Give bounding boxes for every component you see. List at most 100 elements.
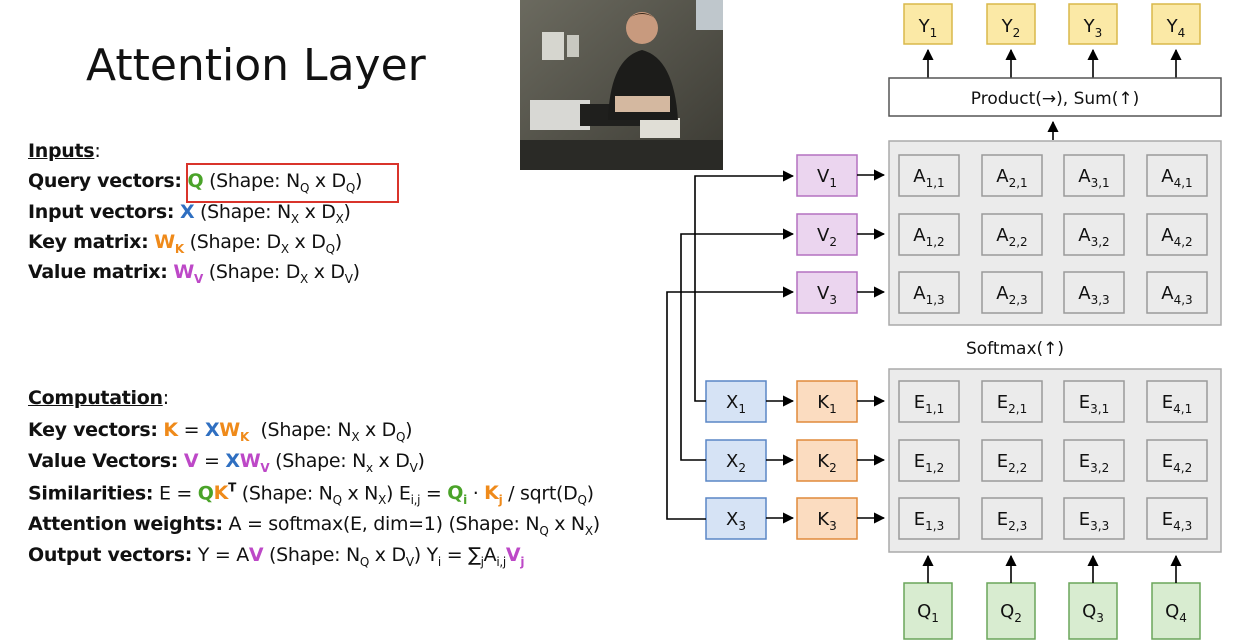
e-cell-label-4-3: E4,3: [1162, 509, 1192, 533]
e-cell-label-2-1: E2,1: [997, 392, 1027, 416]
inputs-header: Inputs: [28, 140, 95, 162]
a-cell-label-4-1: A4,1: [1161, 166, 1192, 190]
x-box-1: [705, 380, 767, 423]
query-shape-end: ): [355, 170, 363, 192]
output-box-y3: [1068, 3, 1118, 45]
v-label-3: V3: [817, 283, 837, 307]
value-matrix-label: Value matrix: [28, 261, 161, 283]
attention-weights-line: Attention weights: A = softmax(E, dim=1)…: [28, 513, 600, 538]
a-cell-4-2: [1146, 213, 1208, 256]
e-cell-label-4-2: E4,2: [1162, 451, 1192, 475]
k-box-2: [796, 439, 858, 482]
v-box-3: [796, 271, 858, 314]
a-cell-1-3: [898, 271, 960, 314]
value-matrix-line: Value matrix: WV (Shape: DX x DV): [28, 261, 360, 286]
value-matrix-sym: W: [173, 261, 195, 283]
similarities-label: Similarities: [28, 482, 146, 505]
key-vectors-label: Key vectors: [28, 419, 151, 441]
output-label-y4: Y4: [1166, 16, 1186, 40]
e-cell-4-2: [1146, 439, 1208, 482]
input-vectors-label: Input vectors: [28, 201, 167, 223]
q-box-1: [903, 582, 953, 640]
input-shape-end: ): [343, 201, 351, 223]
e-cell-label-3-2: E3,2: [1079, 451, 1109, 475]
e-cell-2-3: [981, 497, 1043, 540]
input-shape: (Shape: N: [200, 201, 291, 223]
key-matrix-shape: (Shape: D: [189, 231, 282, 253]
q-label-2: Q2: [1000, 601, 1022, 625]
attention-weights-text: A = softmax(E, dim=1) (Shape: N: [228, 513, 540, 535]
e-cell-1-2: [898, 439, 960, 482]
value-matrix-shape: (Shape: D: [208, 261, 301, 283]
attention-weights-label: Attention weights: [28, 513, 216, 535]
output-label-y3: Y3: [1083, 16, 1103, 40]
output-label-y2: Y2: [1001, 16, 1021, 40]
x-label-2: X2: [726, 451, 746, 475]
key-matrix-label: Key matrix: [28, 231, 142, 253]
query-shape-sub1: Q: [299, 180, 310, 195]
a-cell-4-3: [1146, 271, 1208, 314]
value-matrix-sub2: V: [344, 271, 353, 286]
query-vectors-label: Query vectors: [28, 170, 175, 192]
similarities-line: Similarities: E = QKT (Shape: NQ x NX) E…: [28, 481, 594, 508]
query-shape-mid: x D: [309, 170, 346, 192]
a-cell-3-2: [1063, 213, 1125, 256]
k-label-3: K3: [817, 509, 836, 533]
a-cell-2-3: [981, 271, 1043, 314]
q-box-4: [1151, 582, 1201, 640]
x-label-1: X1: [726, 392, 746, 416]
e-cell-label-4-1: E4,1: [1162, 392, 1192, 416]
x3-to-v3-line: [666, 286, 795, 520]
slide-title: Attention Layer: [86, 40, 426, 91]
e-cell-label-2-3: E2,3: [997, 509, 1027, 533]
x-box-2: [705, 439, 767, 482]
input-symbol: X: [179, 201, 195, 223]
v-label-2: V2: [817, 225, 837, 249]
key-matrix-symbol: WK: [154, 231, 184, 256]
computation-header-line: Computation:: [28, 387, 169, 409]
output-label-y1: Y1: [918, 16, 938, 40]
a-cell-label-1-3: A1,3: [913, 283, 944, 307]
e-cell-4-1: [1146, 380, 1208, 423]
a-cell-1-2: [898, 213, 960, 256]
v-label-1: V1: [817, 166, 837, 190]
e-cell-label-3-3: E3,3: [1079, 509, 1109, 533]
x2-to-v2-line: [680, 228, 795, 461]
key-matrix-sym: W: [154, 231, 175, 253]
value-matrix-symbol: WV: [173, 261, 204, 286]
a-cell-3-1: [1063, 154, 1125, 197]
query-symbol: Q: [187, 170, 204, 192]
key-matrix-mid: x D: [288, 231, 326, 253]
query-shape-sub2: Q: [345, 180, 356, 195]
e-cell-3-3: [1063, 497, 1125, 540]
value-matrix-sym-sub: V: [194, 271, 204, 286]
e-cell-3-1: [1063, 380, 1125, 423]
value-matrix-mid: x D: [307, 261, 345, 283]
value-matrix-sub1: X: [300, 271, 308, 286]
e-cell-1-3: [898, 497, 960, 540]
e-cell-label-2-2: E2,2: [997, 451, 1027, 475]
softmax-label: Softmax(↑): [966, 339, 1064, 359]
a-cell-label-1-1: A1,1: [913, 166, 944, 190]
value-vectors-label: Value Vectors: [28, 450, 171, 472]
inputs-header-line: Inputs:: [28, 140, 101, 162]
a-cell-label-2-1: A2,1: [996, 166, 1027, 190]
input-shape-sub1: X: [290, 211, 299, 226]
input-vectors-line: Input vectors: X (Shape: NX x DX): [28, 201, 351, 226]
v-box-1: [796, 154, 858, 197]
e-cell-1-1: [898, 380, 960, 423]
k-box-3: [796, 497, 858, 540]
e-cell-3-2: [1063, 439, 1125, 482]
key-vectors-line: Key vectors: K = XWK (Shape: NX x DQ): [28, 419, 413, 444]
a-cell-label-3-3: A3,3: [1078, 283, 1109, 307]
query-shape: (Shape: N: [209, 170, 300, 192]
speaker-video-thumbnail: [520, 0, 723, 170]
k-label-1: K1: [817, 392, 836, 416]
a-cell-3-3: [1063, 271, 1125, 314]
e-cell-4-3: [1146, 497, 1208, 540]
q-box-2: [986, 582, 1036, 640]
a-cell-1-1: [898, 154, 960, 197]
e-cell-label-1-3: E1,3: [914, 509, 944, 533]
a-cell-label-1-2: A1,2: [913, 225, 944, 249]
